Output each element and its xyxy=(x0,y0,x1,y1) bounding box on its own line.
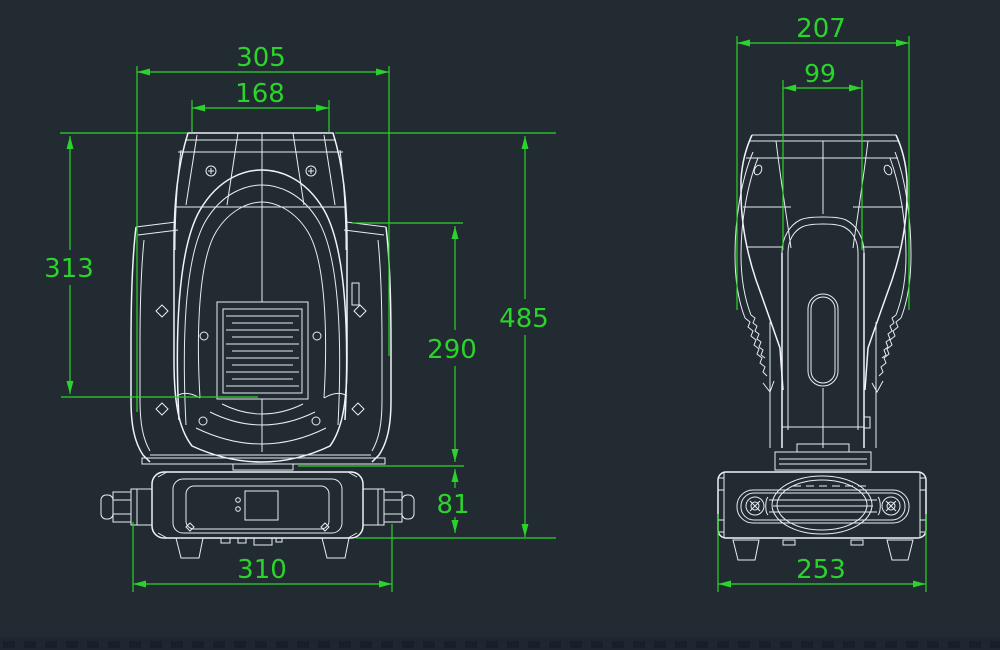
dim-front-overall-height: 485 xyxy=(499,136,549,537)
front-view xyxy=(100,132,415,559)
dim-side-overall-depth: 207 xyxy=(736,14,910,310)
dim-front-base-width: 310 xyxy=(132,522,393,592)
dim-front-yoke-height: 290 xyxy=(427,226,477,462)
front-yoke-arms xyxy=(130,221,392,463)
front-neck xyxy=(141,454,386,471)
dim-side-base-depth: 253 xyxy=(717,514,927,592)
front-base xyxy=(100,471,415,559)
dim-text-313: 313 xyxy=(44,254,94,284)
side-base xyxy=(717,471,927,561)
dim-text-207: 207 xyxy=(796,14,846,44)
front-feet xyxy=(175,537,350,559)
side-yoke-wings xyxy=(734,151,912,394)
dim-text-290: 290 xyxy=(427,335,477,365)
side-arm-column xyxy=(769,216,877,448)
front-right-handle xyxy=(362,488,415,526)
side-view xyxy=(717,134,927,561)
bottom-bar xyxy=(0,637,1000,650)
front-left-handle xyxy=(100,488,153,526)
side-pan-disc xyxy=(771,475,873,535)
dim-front-overall-width: 305 xyxy=(136,43,390,412)
dim-text-168: 168 xyxy=(235,79,285,109)
side-neck xyxy=(774,443,872,471)
front-vent-grille xyxy=(216,301,309,400)
dim-front-head-height: 313 xyxy=(44,136,94,394)
side-feet xyxy=(732,539,914,561)
dim-text-310: 310 xyxy=(237,555,287,585)
front-display-screen xyxy=(244,490,279,521)
dim-text-253: 253 xyxy=(796,555,846,585)
dim-text-485: 485 xyxy=(499,304,549,334)
front-head-screws xyxy=(155,165,367,426)
dim-side-arm-width: 99 xyxy=(782,59,863,250)
front-dimensions: 305 168 313 485 xyxy=(44,43,556,592)
dim-text-81: 81 xyxy=(436,490,469,520)
dim-front-base-height: 81 xyxy=(436,469,470,533)
dim-text-305: 305 xyxy=(236,43,286,73)
dim-text-99: 99 xyxy=(804,59,836,88)
side-handle-bar xyxy=(736,489,910,524)
front-lens-arch xyxy=(176,169,348,445)
dim-front-head-top-width: 168 xyxy=(191,79,330,132)
side-dimensions: 207 99 253 xyxy=(717,14,927,592)
side-head-outline xyxy=(740,134,908,391)
